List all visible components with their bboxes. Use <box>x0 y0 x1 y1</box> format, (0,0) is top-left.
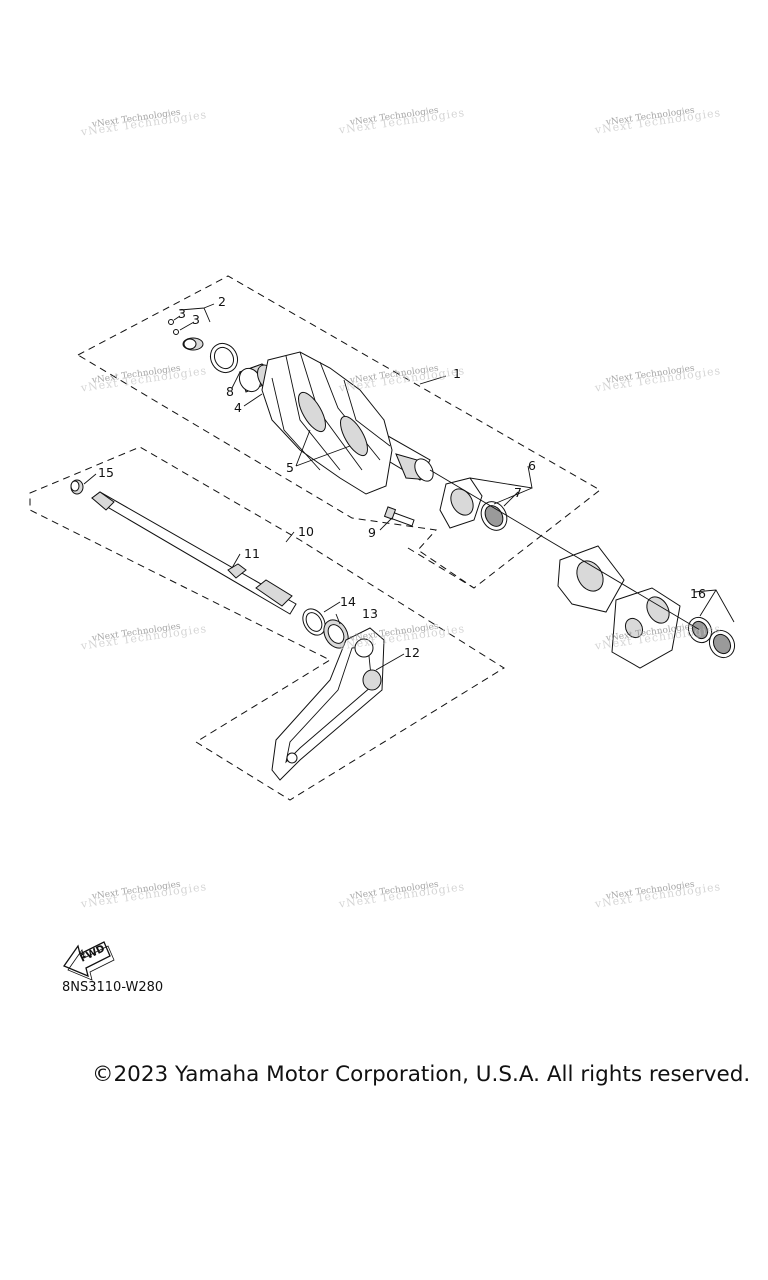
callout-8: 8 <box>226 384 234 399</box>
callout-1: 1 <box>453 366 461 381</box>
part-bearing-13 <box>323 619 349 649</box>
callout-14: 14 <box>340 594 356 609</box>
part-drive-shaft <box>91 491 297 615</box>
part-bracket-12 <box>271 627 385 781</box>
callout-7: 7 <box>514 485 522 500</box>
leader-lines <box>83 303 735 671</box>
part-bolt-9 <box>383 506 415 527</box>
callout-16: 16 <box>690 586 706 601</box>
assembly-boundary-seal <box>407 547 475 589</box>
callout-15: 15 <box>98 465 114 480</box>
callout-6: 6 <box>528 458 536 473</box>
callout-9: 9 <box>368 525 376 540</box>
callout-5: 5 <box>286 460 294 475</box>
callout-10: 10 <box>298 524 314 539</box>
part-cap-15 <box>70 479 84 495</box>
part-seals-16 <box>687 616 736 659</box>
callout-12: 12 <box>404 645 420 660</box>
callout-3b: 3 <box>192 312 200 327</box>
axis-line <box>429 469 701 631</box>
assembly-boundary-upper <box>76 275 601 589</box>
callout-4: 4 <box>234 400 242 415</box>
part-ring-14 <box>302 608 326 636</box>
part-impeller-assembly <box>238 351 434 495</box>
callout-3a: 3 <box>178 306 186 321</box>
callout-13: 13 <box>362 606 378 621</box>
part-seal-7 <box>480 501 508 531</box>
callout-11: 11 <box>244 546 260 561</box>
assembly-boundary-lower <box>29 446 505 801</box>
part-small-bolts <box>168 319 204 351</box>
diagram-code: 8NS3110-W280 <box>62 980 164 995</box>
callout-2: 2 <box>218 294 226 309</box>
part-seal-plate-6 <box>439 477 483 529</box>
part-ring-8 <box>209 342 239 374</box>
copyright-notice: ©2023 Yamaha Motor Corporation, U.S.A. A… <box>92 1062 751 1087</box>
fwd-arrow-icon: FWD <box>63 941 115 981</box>
